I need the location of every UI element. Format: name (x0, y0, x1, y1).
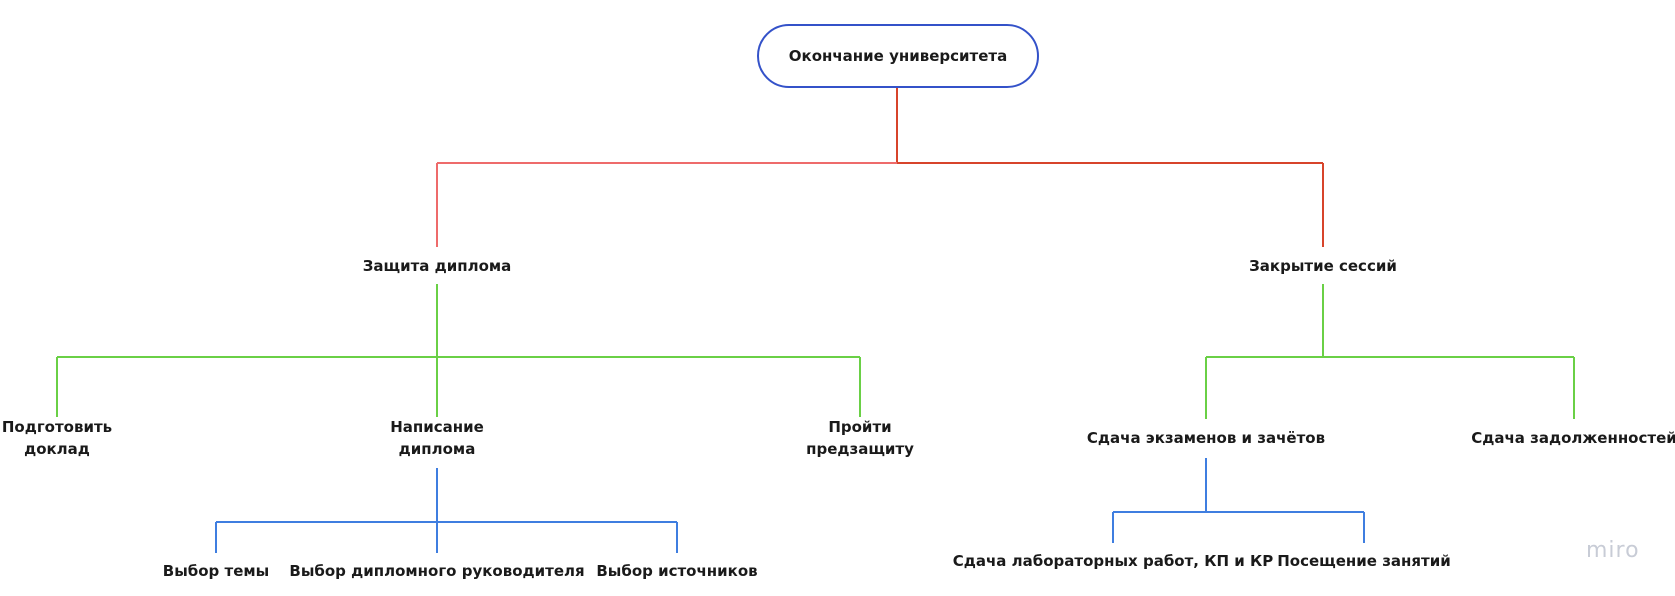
node-topic-choice[interactable]: Выбор темы (163, 560, 269, 582)
node-pre-defense[interactable]: Пройти предзащиту (806, 416, 914, 460)
node-diploma-defense-label: Защита диплома (362, 257, 512, 275)
node-exams-credits-label: Сдача экзаменов и зачётов (1086, 429, 1326, 447)
node-close-sessions[interactable]: Закрытие сессий (1249, 255, 1397, 277)
root-node-label: Окончание университета (788, 47, 1008, 65)
node-diploma-defense[interactable]: Защита диплома (363, 255, 512, 277)
node-debts-label: Сдача задолженностей (1471, 429, 1675, 447)
node-prepare-report[interactable]: Подготовить доклад (2, 416, 112, 460)
node-debts[interactable]: Сдача задолженностей (1471, 427, 1675, 449)
root-node[interactable]: Окончание университета (757, 24, 1039, 88)
node-pre-defense-line2: предзащиту (806, 440, 914, 458)
node-labs-kp-kr[interactable]: Сдача лабораторных работ, КП и КР (953, 550, 1273, 572)
node-write-diploma-line1: Написание (390, 418, 484, 436)
node-sources-choice[interactable]: Выбор источников (596, 560, 757, 582)
node-attendance-label: Посещение занятий (1277, 552, 1451, 570)
node-write-diploma-line2: диплома (398, 440, 476, 458)
node-exams-credits[interactable]: Сдача экзаменов и зачётов (1087, 427, 1325, 449)
node-pre-defense-line1: Пройти (828, 418, 892, 436)
node-topic-choice-label: Выбор темы (162, 562, 270, 580)
node-close-sessions-label: Закрытие сессий (1249, 257, 1397, 275)
node-write-diploma[interactable]: Написание диплома (390, 416, 484, 460)
node-supervisor-choice-label: Выбор дипломного руководителя (289, 562, 585, 580)
node-prepare-report-line2: доклад (24, 440, 90, 458)
node-supervisor-choice[interactable]: Выбор дипломного руководителя (289, 560, 584, 582)
node-prepare-report-line1: Подготовить (1, 418, 113, 436)
node-attendance[interactable]: Посещение занятий (1277, 550, 1451, 572)
node-sources-choice-label: Выбор источников (596, 562, 758, 580)
miro-watermark: miro (1586, 538, 1640, 563)
node-labs-kp-kr-label: Сдача лабораторных работ, КП и КР (952, 552, 1274, 570)
